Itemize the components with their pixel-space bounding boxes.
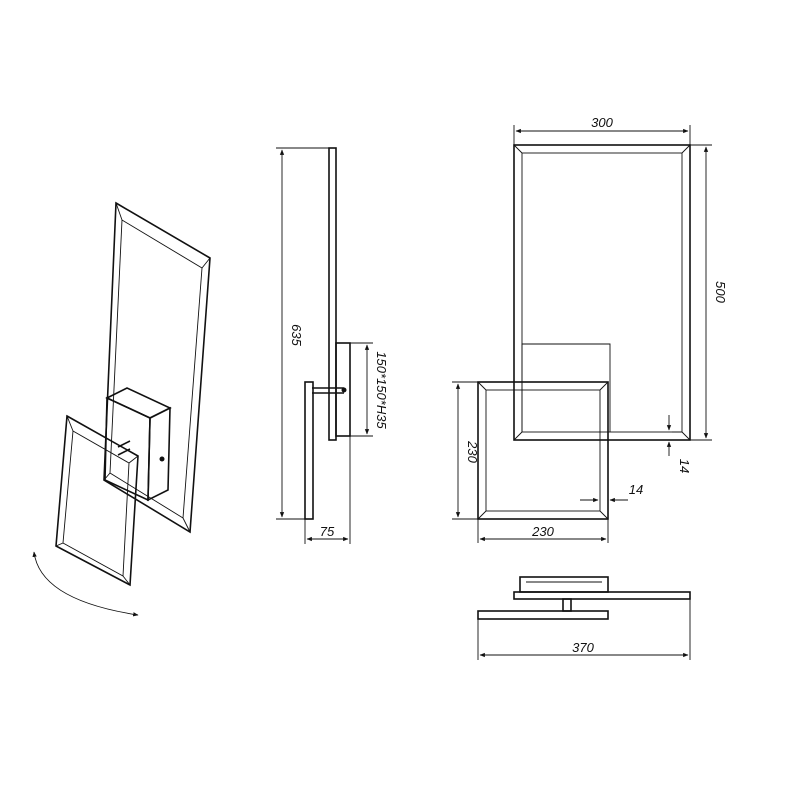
- front-view: [452, 125, 712, 543]
- dimension-height-total: 635: [289, 324, 304, 346]
- dimension-base-size: 150*150*H35: [374, 351, 389, 429]
- dimension-depth: 75: [320, 524, 335, 539]
- dimension-height-small: 230: [465, 440, 480, 463]
- dimension-width-total: 370: [572, 640, 594, 655]
- dimension-width-large: 300: [591, 115, 613, 130]
- rotate-arrow-icon: [32, 551, 139, 617]
- dimension-height-large: 500: [713, 281, 728, 303]
- dimension-offset-horizontal: 14: [629, 482, 643, 497]
- isometric-view: [55, 201, 211, 587]
- top-view: [477, 576, 691, 660]
- dimension-offset-vertical: 14: [677, 459, 692, 473]
- dimension-width-small: 230: [531, 524, 554, 539]
- side-view: [276, 147, 373, 544]
